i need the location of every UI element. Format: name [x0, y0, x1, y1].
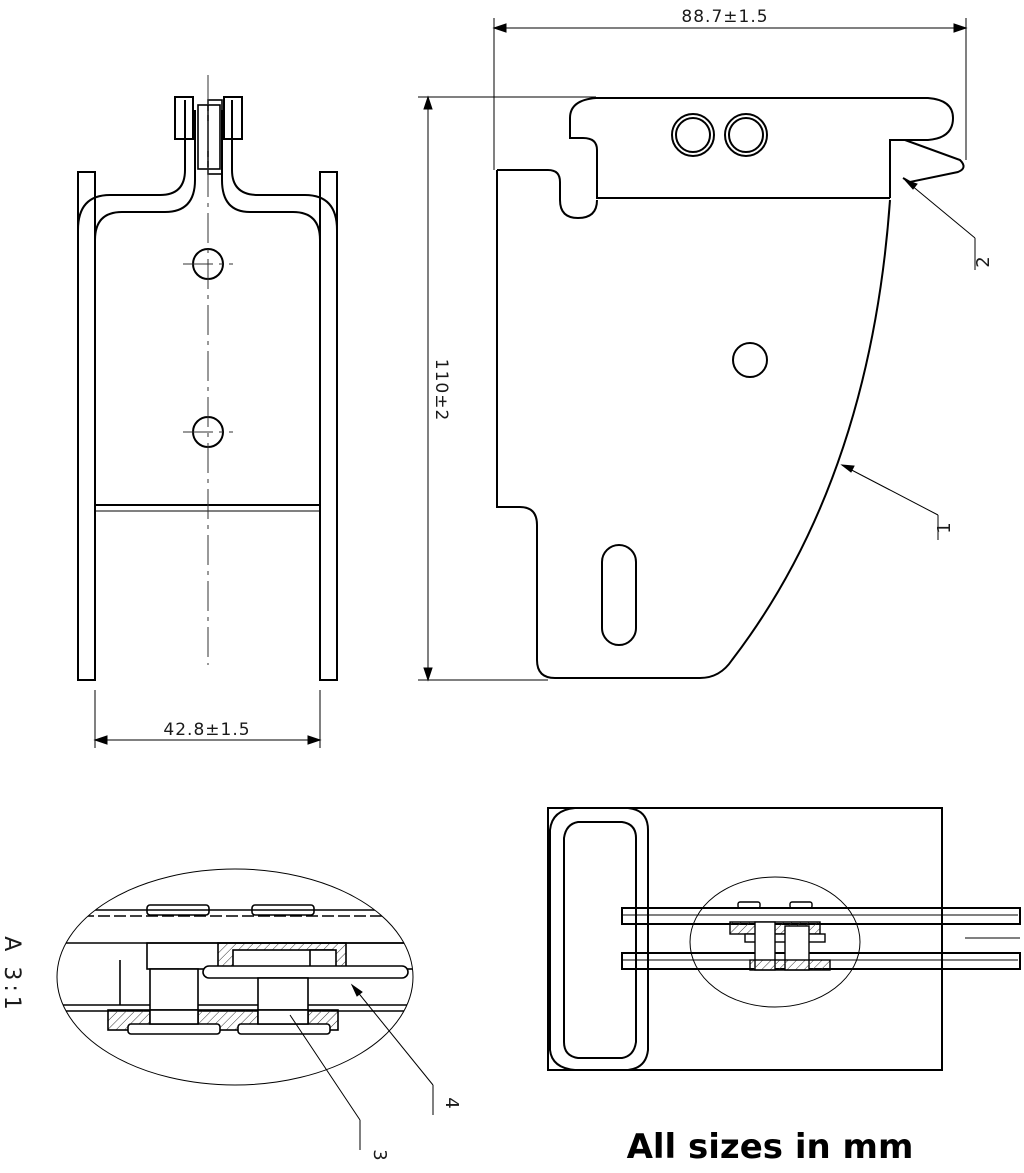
front-bend-inner-right	[221, 110, 321, 680]
dim-height-label: 110±2	[431, 359, 451, 422]
leader-lines	[840, 178, 976, 540]
callout-3: 3	[369, 1149, 390, 1160]
callout-2: 2	[973, 256, 994, 267]
side-body-outline	[497, 169, 598, 220]
side-slot-hole	[601, 544, 637, 646]
side-top-rail-left	[569, 97, 597, 139]
front-tab-left	[174, 96, 194, 140]
side-view	[496, 97, 965, 679]
front-bend-outer	[77, 100, 186, 680]
top-view-plate	[547, 807, 943, 1071]
side-hole-b-inner	[728, 117, 764, 153]
front-bend-outer-right	[231, 100, 338, 680]
front-centerlines	[183, 75, 233, 665]
dim-height	[418, 95, 596, 682]
top-view-bracket	[549, 807, 649, 1071]
front-tab-right	[223, 96, 243, 140]
dim-top-width-label: 88.7±1.5	[681, 7, 768, 27]
callout-1: 1	[934, 522, 955, 533]
side-tip	[902, 139, 965, 184]
side-slot-notch	[582, 137, 890, 199]
dim-front-width-label: 42.8±1.5	[163, 720, 250, 740]
front-right-leg	[319, 171, 338, 681]
side-hole-c	[732, 342, 768, 378]
front-left-leg	[77, 171, 96, 681]
front-bend-inner	[94, 110, 196, 680]
side-hole-a-outer	[671, 113, 715, 157]
dim-front-width	[93, 690, 322, 748]
front-pin	[197, 104, 221, 170]
dim-top-width	[492, 18, 968, 170]
units-note: All sizes in mm	[627, 1127, 914, 1167]
side-hole-b-outer	[724, 113, 768, 157]
top-view-detail	[689, 876, 861, 1008]
side-top-rail	[596, 97, 955, 198]
detail-a-view	[56, 868, 434, 1150]
side-hole-a-inner	[675, 117, 711, 153]
callout-4: 4	[441, 1097, 462, 1108]
detail-scale-label: A 3:1	[0, 936, 24, 1013]
